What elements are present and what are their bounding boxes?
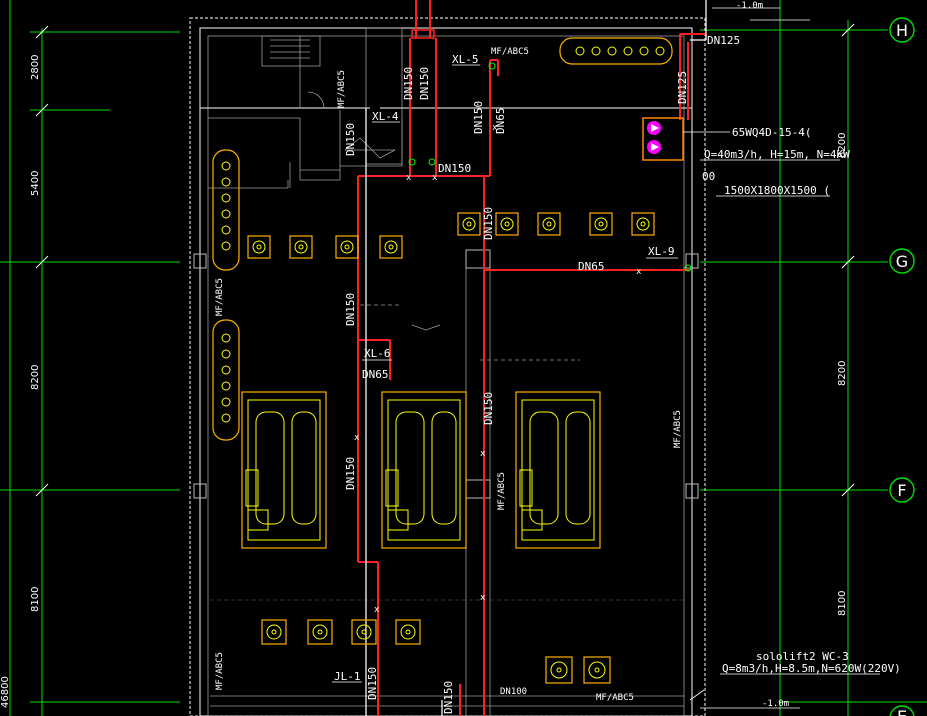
chiller-unit-1: [241, 391, 327, 549]
lift-station-notes: sololift2 WC-3 Q=8m3/h,H=8.5m,N=620W(220…: [689, 650, 901, 709]
pipe-fittings: x x x x x x x x: [354, 123, 642, 615]
dim-8100-right: 8100: [837, 591, 848, 616]
pipe-label-dn150-c: DN150: [472, 101, 485, 134]
pipe-label-dn150-e: DN150: [344, 123, 357, 156]
svg-text:x: x: [432, 173, 438, 183]
pipe-label-dn150-k: DN150: [442, 681, 455, 714]
riser-xl-9: XL-9: [648, 245, 675, 258]
axis-bubble-g: [889, 248, 915, 274]
pump-pit-code: 00: [702, 170, 715, 183]
extinguisher-bottom: MF/ABC5: [596, 693, 634, 703]
top-elevation-notes: -1.0m: [712, 1, 810, 21]
pipe-label-dn65-a: DN65: [494, 108, 507, 135]
horizontal-tank: [559, 37, 673, 65]
dim-8100-left: 8100: [30, 587, 41, 612]
dim-46800: 46800: [0, 676, 11, 708]
pipe-label-dn150-a: DN150: [402, 67, 415, 100]
extinguisher-top: MF/ABC5: [491, 47, 529, 57]
dim-8200-right-top: 8200: [837, 133, 848, 158]
svg-text:x: x: [354, 433, 360, 443]
chiller-unit-2: [381, 391, 467, 549]
pipe-label-dn65-c: DN65: [362, 368, 389, 381]
dim-5400: 5400: [30, 171, 41, 196]
riser-markers: [408, 62, 692, 272]
lift-spec-note: Q=8m3/h,H=8.5m,N=620W(220V): [722, 662, 901, 675]
lift-model-note: sololift2 WC-3: [756, 650, 849, 663]
pipe-label-dn150-g: DN150: [344, 457, 357, 490]
elevation-bottom: -1.0m: [762, 699, 789, 709]
riser-jl-1: JL-1: [334, 670, 361, 683]
pipe-label-dn100: DN100: [500, 687, 527, 697]
sump-pump-station: 65WQ4D-15-4( Q=40m3/h, H=15m, N=4KW 00 1…: [647, 121, 850, 197]
svg-text:x: x: [374, 605, 380, 615]
right-axis-system: 8200 8200 8100 H G F E: [700, 0, 927, 716]
elevation-top: -1.0m: [736, 1, 763, 11]
extinguisher-left-a: MF/ABC5: [215, 278, 225, 316]
axis-label-f: F: [897, 481, 906, 500]
dim-8200-right: 8200: [837, 361, 848, 386]
pipe-label-dn65-b: DN65: [578, 260, 605, 273]
pump-pit-note: 1500X1800X1500 (: [724, 184, 830, 197]
pump-row-upper-right: [457, 212, 655, 236]
pipe-label-dn125-a: DN125: [707, 34, 740, 47]
white-pipe-network: [365, 0, 707, 716]
riser-xl-6: XL-6: [364, 347, 391, 360]
pump-spec-note: Q=40m3/h, H=15m, N=4KW: [704, 148, 850, 161]
svg-text:x: x: [406, 173, 412, 183]
pump-row-lower-right: [545, 656, 611, 684]
chiller-unit-3: [515, 391, 601, 549]
extinguisher-center: MF/ABC5: [497, 472, 507, 510]
dashed-guides: [210, 304, 684, 601]
riser-xl-5: XL-5: [452, 53, 479, 66]
building-walls: [189, 17, 706, 716]
dim-2800: 2800: [30, 55, 41, 80]
pipe-label-dn150-j: DN150: [366, 667, 379, 700]
extinguisher-left-b: MF/ABC5: [215, 652, 225, 690]
tank-body: [559, 37, 673, 65]
axis-label-g: G: [896, 252, 908, 271]
vertical-tank-upper: [212, 149, 240, 271]
svg-text:x: x: [636, 267, 642, 277]
pipe-label-dn150-i: DN150: [482, 392, 495, 425]
pump-model-note: 65WQ4D-15-4(: [732, 126, 811, 139]
axis-bubble-h: [889, 17, 915, 43]
extinguisher-right: MF/ABC5: [673, 410, 683, 448]
extinguisher-labels: MF/ABC5 MF/ABC5 MF/ABC5 MF/ABC5 MF/ABC5 …: [215, 47, 683, 703]
svg-text:x: x: [480, 449, 486, 459]
svg-text:x: x: [492, 123, 498, 133]
pump-row-lower-left: [261, 619, 421, 645]
svg-text:x: x: [480, 593, 486, 603]
axis-label-e: E: [897, 707, 907, 716]
axis-bubble-f: [889, 477, 915, 503]
pump-row-upper-left: [247, 235, 403, 259]
riser-xl-4: XL-4: [372, 110, 399, 123]
pipe-label-dn150-f: DN150: [344, 293, 357, 326]
dim-8200-left: 8200: [30, 365, 41, 390]
riser-labels: XL-4 XL-5 XL-6 XL-9 JL-1: [332, 53, 678, 683]
pipe-label-dn150-b: DN150: [418, 67, 431, 100]
left-dimension-chain: 2800 5400 8200 8100 46800: [0, 0, 180, 716]
pipe-label-dn125-b: DN125: [676, 71, 689, 104]
vertical-tank-lower: [212, 319, 240, 441]
axis-bubble-e: [889, 705, 915, 716]
extinguisher-riser: MF/ABC5: [337, 70, 347, 108]
pipe-label-dn150-h: DN150: [482, 207, 495, 240]
axis-label-h: H: [896, 21, 908, 40]
pipe-label-dn150-d: DN150: [438, 162, 471, 175]
pump-pit: [642, 117, 684, 161]
pipe-size-labels: DN150 DN150 DN150 DN65 DN150 DN150 DN150…: [344, 34, 740, 714]
